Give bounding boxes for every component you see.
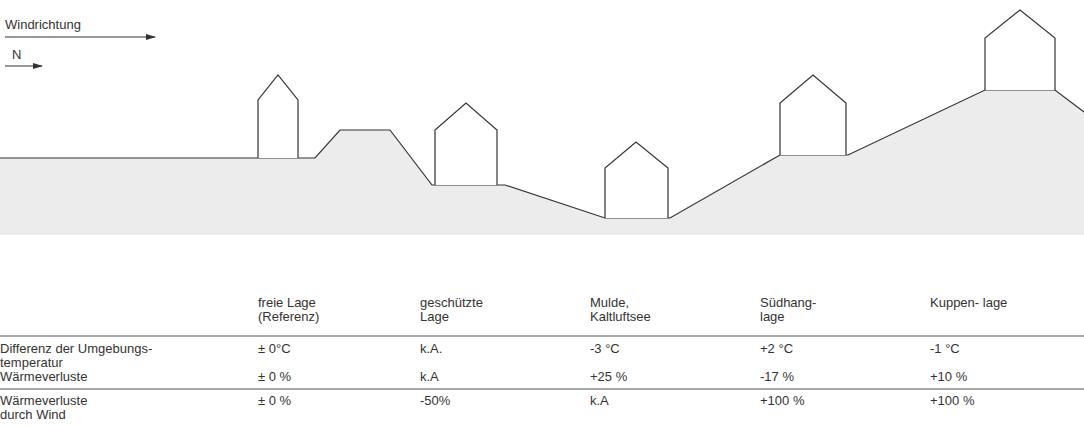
row-header: Differenz der Umgebungs- temperatur xyxy=(0,342,178,370)
table-cell: +100 % xyxy=(760,394,804,408)
terrain-profile xyxy=(0,90,1084,218)
row-header: Wärmeverluste durch Wind xyxy=(0,394,110,422)
house xyxy=(605,142,668,218)
table-cell: ± 0 % xyxy=(258,370,291,384)
table-cell: +25 % xyxy=(590,370,627,384)
row-header: Wärmeverluste xyxy=(0,370,87,384)
table-cell: k.A. xyxy=(420,342,442,356)
table-cell: k.A xyxy=(420,370,439,384)
house xyxy=(985,10,1055,90)
wind-direction-label: Windrichtung xyxy=(5,18,81,32)
table-cell: -1 °C xyxy=(930,342,960,356)
table-cell: -17 % xyxy=(760,370,794,384)
ground-fill xyxy=(0,90,1084,235)
north-label: N xyxy=(12,48,21,62)
table-rule xyxy=(0,336,1084,337)
table-cell: ± 0 % xyxy=(258,394,291,408)
table-cell: +10 % xyxy=(930,370,967,384)
house xyxy=(435,103,497,185)
table-cell: -50% xyxy=(420,394,450,408)
column-header: Kuppen- lage xyxy=(930,296,1008,310)
house xyxy=(258,75,298,158)
column-header: Südhang- lage xyxy=(760,296,838,324)
table-rule xyxy=(0,389,1084,390)
table-cell: +100 % xyxy=(930,394,974,408)
table-cell: k.A xyxy=(590,394,609,408)
table-cell: +2 °C xyxy=(760,342,793,356)
house xyxy=(780,75,846,155)
column-header: Mulde, Kaltluftsee xyxy=(590,296,668,324)
column-header: freie Lage (Referenz) xyxy=(258,296,336,324)
table-cell: ± 0°C xyxy=(258,342,291,356)
table-cell: -3 °C xyxy=(590,342,620,356)
wind-arrow xyxy=(5,36,155,37)
north-arrow xyxy=(5,65,42,66)
column-header: geschützte Lage xyxy=(420,296,498,324)
